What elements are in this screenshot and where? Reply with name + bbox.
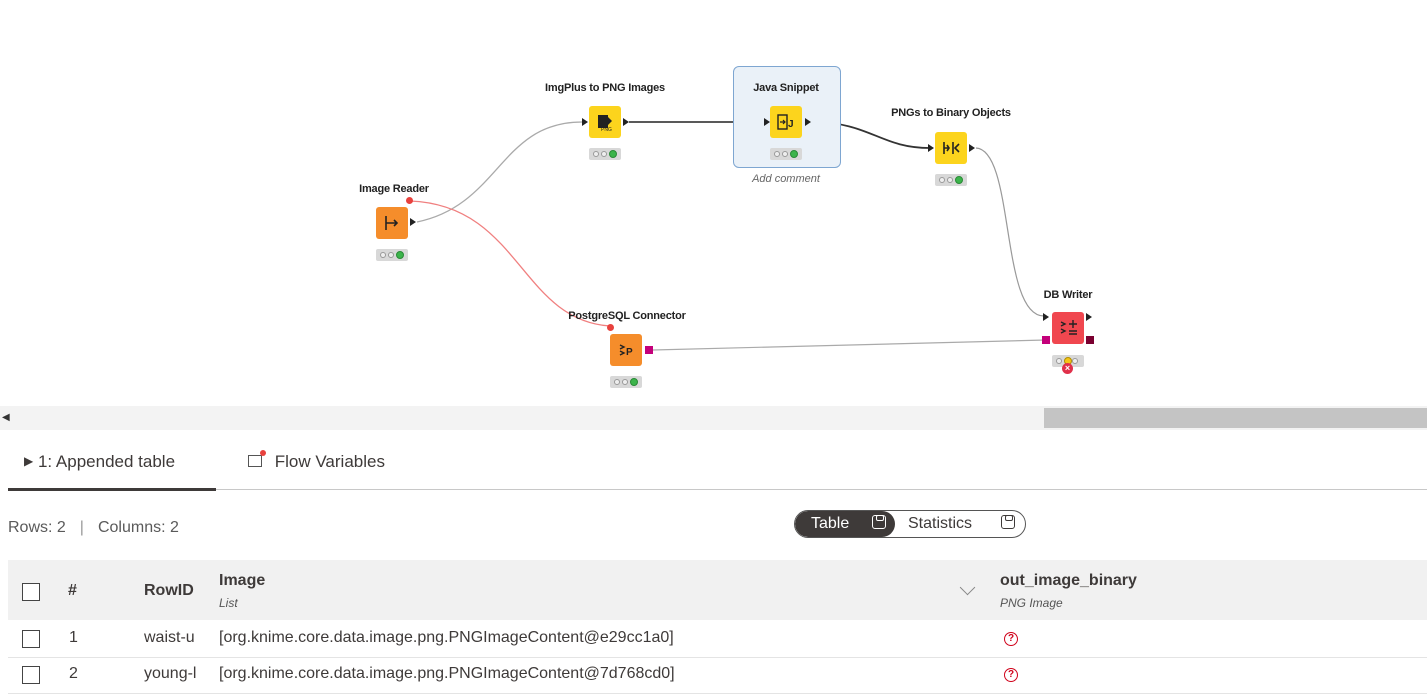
flow-variable-icon — [248, 450, 266, 467]
missing-value-icon: ? — [1004, 632, 1018, 646]
row-index: 2 — [69, 665, 78, 682]
output-port[interactable] — [1086, 313, 1092, 321]
node-label-pngs-to-binary: PNGs to Binary Objects — [891, 107, 1011, 119]
output-port[interactable] — [410, 218, 416, 226]
node-label-db-writer: DB Writer — [1043, 289, 1093, 301]
node-status-pngs-to-binary — [935, 174, 967, 186]
scroll-left-icon[interactable]: ◀ — [2, 412, 10, 423]
tab-appended-table[interactable]: ▶ 1: Appended table — [24, 452, 175, 472]
columns-count: Columns: 2 — [97, 519, 179, 536]
source-node-icon — [385, 216, 399, 230]
tab-label: 1: Appended table — [37, 452, 176, 471]
image-cell: [org.knime.core.data.image.png.PNGImageC… — [219, 629, 674, 646]
image-cell: [org.knime.core.data.image.png.PNGImageC… — [219, 665, 675, 682]
node-db-writer[interactable] — [1052, 312, 1084, 344]
node-status-db-writer — [1052, 355, 1084, 367]
node-label-java-snippet: Java Snippet — [753, 82, 819, 94]
database-writer-icon — [1060, 320, 1077, 335]
output-port[interactable] — [969, 144, 975, 152]
table-header: # RowID Image List out_image_binary PNG … — [8, 560, 1427, 620]
node-status-image-reader — [376, 249, 408, 261]
node-java-snippet[interactable]: J — [770, 106, 802, 138]
active-tab-indicator — [8, 488, 216, 491]
tab-flow-variables[interactable]: Flow Variables — [248, 450, 385, 472]
open-window-icon[interactable] — [1001, 515, 1015, 529]
svg-text:PNG: PNG — [601, 127, 612, 133]
rows-count: Rows: 2 — [8, 519, 66, 536]
node-pngs-to-binary[interactable] — [935, 132, 967, 164]
svg-text:J: J — [788, 119, 794, 130]
chevron-down-icon[interactable] — [959, 579, 976, 596]
flow-variable-port[interactable] — [607, 324, 614, 331]
table-row[interactable]: 2 young-l [org.knime.core.data.image.png… — [8, 657, 1427, 694]
png-convert-icon: PNG — [598, 115, 612, 133]
node-comment[interactable]: Add comment — [752, 173, 820, 185]
statistics-view-label[interactable]: Statistics — [908, 515, 973, 532]
edge-pngs-dbwriter — [975, 147, 1045, 317]
connection-edges — [409, 121, 1047, 351]
view-switch[interactable]: Table Statistics — [794, 510, 1026, 538]
node-status-java-snippet — [770, 148, 802, 160]
column-header-out-image-binary[interactable]: out_image_binary — [1000, 572, 1137, 589]
open-window-icon[interactable] — [872, 515, 886, 529]
input-port[interactable] — [582, 118, 588, 126]
row-checkbox[interactable] — [22, 630, 40, 648]
column-header-index: # — [68, 582, 77, 599]
horizontal-scrollbar[interactable]: ◀ — [0, 406, 1427, 430]
output-port[interactable] — [623, 118, 629, 126]
row-id: waist-u — [144, 629, 195, 646]
edge-flowvar-reader-postgres — [409, 200, 611, 327]
row-id: young-l — [144, 665, 197, 682]
column-type-image: List — [219, 596, 238, 610]
binary-convert-icon — [943, 142, 960, 154]
input-port[interactable] — [928, 144, 934, 152]
node-label-imgplus-to-png: ImgPlus to PNG Images — [545, 82, 665, 94]
input-port[interactable] — [1043, 313, 1049, 321]
node-status-imgplus-to-png — [589, 148, 621, 160]
column-header-rowid[interactable]: RowID — [144, 582, 194, 599]
database-connector-icon: P — [619, 344, 633, 358]
svg-text:P: P — [626, 347, 633, 358]
select-all-checkbox[interactable] — [22, 583, 40, 601]
edge-postgres-dbwriter — [652, 339, 1047, 351]
table-view-label: Table — [811, 515, 850, 532]
output-port[interactable] — [805, 118, 811, 126]
db-output-port[interactable] — [645, 346, 653, 354]
tab-divider — [8, 489, 1427, 490]
db-input-port[interactable] — [1042, 336, 1050, 344]
row-index: 1 — [69, 629, 78, 646]
node-image-reader[interactable] — [376, 207, 408, 239]
node-postgresql-connector[interactable]: P — [610, 334, 642, 366]
table-view-toggle[interactable]: Table — [795, 511, 895, 537]
node-label-postgresql-connector: PostgreSQL Connector — [568, 310, 686, 322]
table-dimensions: Rows: 2|Columns: 2 — [8, 519, 179, 536]
row-checkbox[interactable] — [22, 666, 40, 684]
table-row[interactable]: 1 waist-u [org.knime.core.data.image.png… — [8, 621, 1427, 658]
column-type-out-image-binary: PNG Image — [1000, 596, 1063, 610]
node-label-image-reader: Image Reader — [359, 183, 429, 195]
error-icon: × — [1062, 363, 1073, 374]
play-triangle-icon: ▶ — [24, 454, 34, 468]
node-status-postgresql-connector — [610, 376, 642, 388]
output-tabs: ▶ 1: Appended table Flow Variables — [0, 432, 1427, 490]
db-output-port[interactable] — [1086, 336, 1094, 344]
missing-value-icon: ? — [1004, 668, 1018, 682]
flow-variable-port[interactable] — [406, 197, 413, 204]
workflow-canvas[interactable]: Image Reader ImgPlus to PNG Images PNG J… — [0, 0, 1427, 406]
column-header-image[interactable]: Image — [219, 572, 266, 589]
tab-label: Flow Variables — [274, 452, 385, 471]
node-imgplus-to-png[interactable]: PNG — [589, 106, 621, 138]
edge-imagereader-imgplus — [416, 121, 583, 223]
scrollbar-thumb[interactable] — [1044, 408, 1427, 428]
java-snippet-icon: J — [777, 114, 794, 130]
input-port[interactable] — [764, 118, 770, 126]
